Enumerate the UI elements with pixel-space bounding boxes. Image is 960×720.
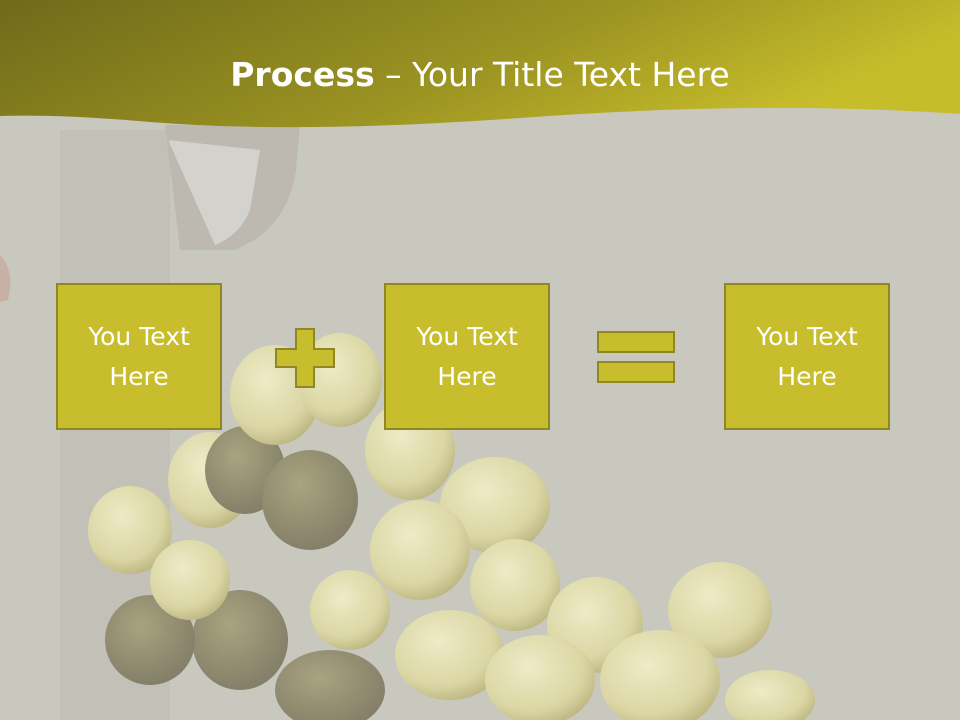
process-box-1[interactable]: You Text Here bbox=[56, 283, 222, 430]
process-box-text: You Text Here bbox=[416, 321, 518, 391]
process-box-3[interactable]: You Text Here bbox=[724, 283, 890, 430]
slide-title: Process – Your Title Text Here bbox=[0, 52, 960, 98]
process-box-text: You Text Here bbox=[88, 321, 190, 391]
plus-icon bbox=[275, 328, 335, 388]
title-bold: Process bbox=[230, 55, 375, 94]
title-separator: – bbox=[374, 55, 413, 94]
header-band bbox=[0, 0, 960, 128]
equals-icon bbox=[597, 331, 675, 383]
process-box-text: You Text Here bbox=[756, 321, 858, 391]
grapes-image bbox=[88, 333, 815, 720]
process-box-2[interactable]: You Text Here bbox=[384, 283, 550, 430]
title-rest: Your Title Text Here bbox=[412, 55, 730, 94]
